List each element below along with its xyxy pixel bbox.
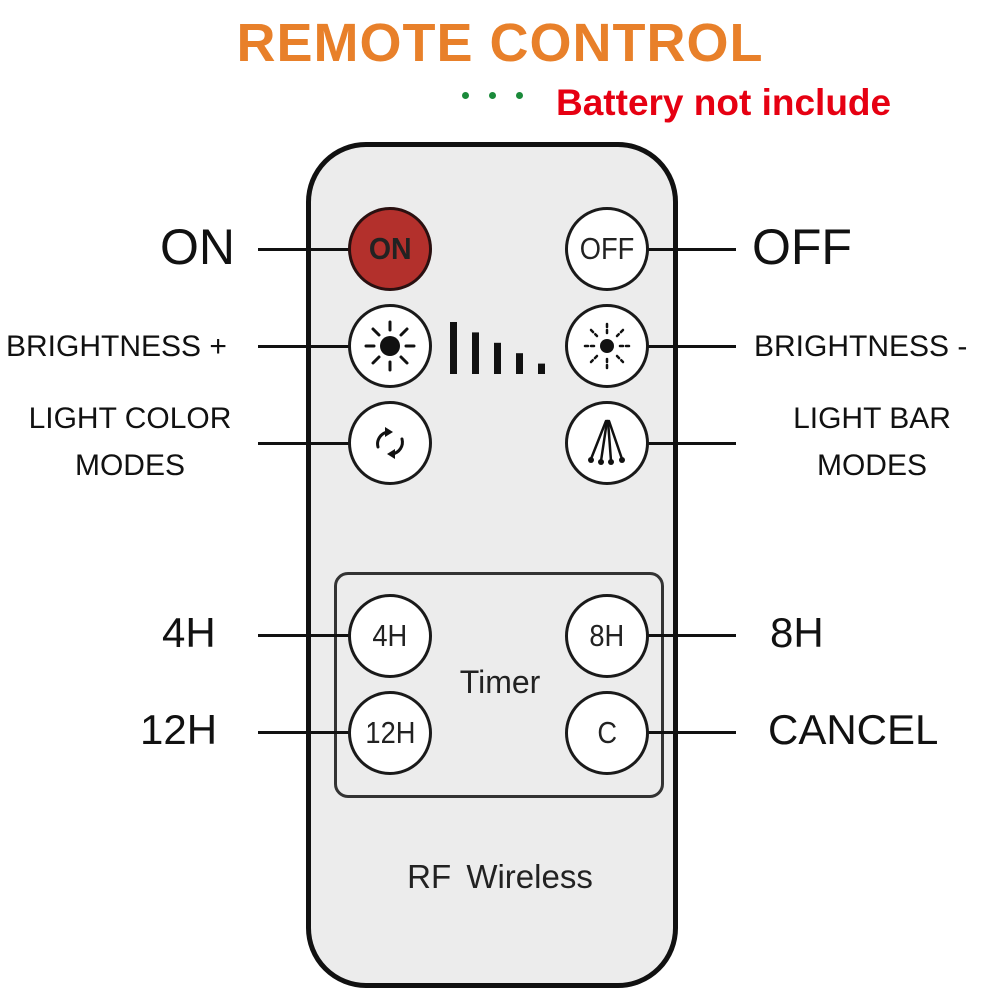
dot-icon [489, 92, 496, 99]
callout-line-8h [648, 634, 736, 637]
on-button-label: ON [368, 231, 412, 266]
timer-group [334, 572, 664, 798]
callout-line-12h [258, 731, 350, 734]
brightness-minus-button[interactable] [565, 304, 649, 388]
callout-line-light-bar [648, 442, 736, 445]
cancel-button[interactable]: C [565, 691, 649, 775]
on-button[interactable]: ON [348, 207, 432, 291]
callout-light-bar-modes-line2: MODES [816, 449, 927, 482]
sun-large-icon [364, 320, 416, 372]
callout-light-color-modes-line1: LIGHT COLOR [28, 402, 232, 435]
callout-line-light-color [258, 442, 350, 445]
callout-brightness-minus: BRIGHTNESS - [754, 330, 968, 363]
callout-line-brightness-minus [648, 345, 736, 348]
callout-brightness-plus: BRIGHTNESS + [6, 330, 227, 363]
callout-12h: 12H [140, 706, 218, 753]
timer-8h-button[interactable]: 8H [565, 594, 649, 678]
dot-icon [516, 92, 523, 99]
brightness-plus-button[interactable] [348, 304, 432, 388]
off-button-label: OFF [579, 231, 635, 266]
cancel-button-label: C [597, 715, 617, 750]
light-color-modes-button[interactable] [348, 401, 432, 485]
callout-8h: 8H [770, 609, 824, 656]
timer-12h-button[interactable]: 12H [348, 691, 432, 775]
battery-note: Battery not include [556, 82, 892, 123]
light-rays-icon [588, 419, 625, 465]
callout-line-brightness-plus [258, 345, 350, 348]
timer-4h-label: 4H [372, 618, 408, 653]
callout-line-cancel [648, 731, 736, 734]
timer-12h-label: 12H [364, 715, 416, 750]
callout-light-color-modes-line2: MODES [74, 449, 185, 482]
callout-cancel: CANCEL [768, 706, 939, 753]
callout-line-4h [258, 634, 350, 637]
brightness-bar [450, 322, 457, 374]
timer-8h-label: 8H [589, 618, 625, 653]
callout-4h: 4H [162, 609, 216, 656]
callout-light-bar-modes-line1: LIGHT BAR [793, 402, 951, 435]
brightness-bar [494, 342, 501, 374]
light-bar-modes-button[interactable] [565, 401, 649, 485]
brightness-bar [538, 363, 545, 374]
callout-light-bar-modes: LIGHT BAR MODES [754, 395, 990, 489]
timer-4h-button[interactable]: 4H [348, 594, 432, 678]
brightness-bar [472, 332, 479, 374]
decorative-dots [462, 84, 532, 104]
off-button[interactable]: OFF [565, 207, 649, 291]
cycle-arrows-icon [376, 427, 404, 459]
brightness-level-bars [450, 322, 545, 374]
callout-off: OFF [752, 219, 852, 275]
brightness-bar [516, 353, 523, 374]
sun-small-icon [583, 322, 631, 370]
page-title: REMOTE CONTROL [236, 13, 764, 73]
dot-icon [462, 92, 469, 99]
callout-line-off [648, 248, 736, 251]
callout-line-on [258, 248, 350, 251]
callout-light-color-modes: LIGHT COLOR MODES [10, 395, 250, 489]
callout-on: ON [160, 219, 235, 275]
